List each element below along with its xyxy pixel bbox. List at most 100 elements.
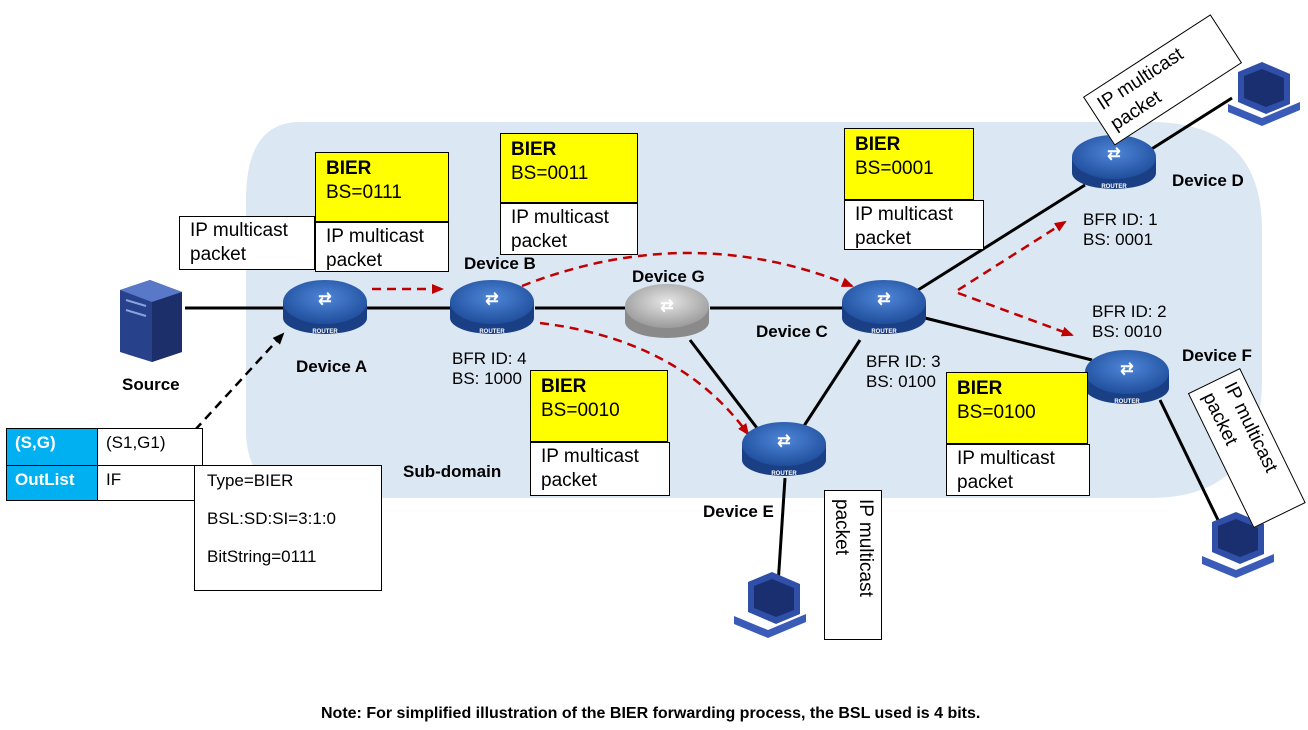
bier-bs-a: BS=0111 (326, 182, 402, 203)
link-c-e (798, 339, 862, 433)
table-bitstring: BitString=0111 (207, 547, 317, 566)
ip-packet-e: IP multicast packet (530, 442, 670, 496)
arrow-b-e (539, 321, 750, 436)
bfr-info-device-d: BFR ID: 1 BS: 0001 (1083, 210, 1158, 250)
table-if-details: Type=BIER BSL:SD:SI=3:1:0 BitString=0111 (194, 465, 382, 591)
label-device-b: Device B (464, 254, 536, 273)
svg-text:ROUTER: ROUTER (871, 329, 897, 335)
ip-packet-line1: IP multicast (855, 204, 953, 225)
bfr-info-device-b: BFR ID: 4 BS: 1000 (452, 349, 527, 389)
link-g-e (688, 339, 762, 433)
svg-text:⇄: ⇄ (1120, 361, 1133, 378)
network-links (185, 96, 1233, 586)
svg-text:⇄: ⇄ (485, 291, 498, 308)
ip-packet-line1: IP multicast (541, 446, 639, 467)
svg-text:⇄: ⇄ (777, 433, 790, 450)
ip-packet-line2: packet (511, 231, 567, 252)
bier-bs-e: BS=0010 (541, 400, 620, 421)
ip-packet-line2: packet (855, 228, 911, 249)
host-pc-e-icon (734, 572, 806, 638)
bier-header-a: BIER BS=0111 (315, 152, 449, 222)
table-sg-value: (S1,G1) (97, 428, 203, 466)
label-source: Source (122, 375, 180, 394)
link-c-d (917, 183, 1086, 292)
bier-bs-f: BS=0100 (957, 402, 1036, 423)
bfr-id-f: BFR ID: 2 (1092, 302, 1167, 321)
table-bsl: BSL:SD:SI=3:1:0 (207, 509, 336, 528)
table-sg-label: (S,G) (6, 428, 98, 466)
bier-header-b: BIER BS=0011 (500, 133, 638, 203)
bfr-id-d: BFR ID: 1 (1083, 210, 1158, 229)
bier-bs-c: BS=0001 (855, 158, 934, 179)
ip-packet-line2: packet (326, 250, 382, 271)
bier-title: BIER (511, 139, 557, 160)
ip-packet-line1: IP multicast (957, 448, 1055, 469)
svg-text:ROUTER: ROUTER (479, 329, 505, 335)
table-type: Type=BIER (207, 471, 294, 490)
bier-header-e: BIER BS=0010 (530, 370, 668, 442)
svg-text:ROUTER: ROUTER (1114, 399, 1140, 405)
ip-packet-b: IP multicast packet (500, 203, 638, 255)
bs-c: BS: 0100 (866, 372, 936, 391)
svg-text:ROUTER: ROUTER (1101, 184, 1127, 190)
ip-packet-f: IP multicast packet (946, 444, 1090, 496)
ip-packet-c: IP multicast packet (844, 200, 984, 250)
table-if-label: IF (97, 465, 203, 501)
ip-packet-line2: packet (541, 470, 597, 491)
svg-text:⇄: ⇄ (660, 298, 673, 315)
svg-text:⇄: ⇄ (1107, 146, 1120, 163)
ip-packet-line1: IP multicast (511, 207, 609, 228)
forwarding-arrows (372, 220, 1074, 436)
router-device-g-icon: ⇄ (625, 284, 709, 338)
ip-packet-a: IP multicast packet (315, 222, 449, 272)
router-device-b-icon: ⇄ ROUTER (450, 280, 534, 335)
bfr-info-device-c: BFR ID: 3 BS: 0100 (866, 352, 941, 392)
bfr-id-b: BFR ID: 4 (452, 349, 527, 368)
arrow-b-c (521, 251, 854, 288)
table-pointer-arrow (194, 332, 285, 431)
svg-text:⇄: ⇄ (877, 291, 890, 308)
label-device-c: Device C (756, 322, 828, 341)
router-device-a-icon: ⇄ ROUTER (283, 280, 367, 335)
host-pc-d-icon (1228, 62, 1300, 126)
ip-packet-line2: packet (831, 499, 852, 555)
router-device-f-icon: ⇄ ROUTER (1085, 350, 1169, 405)
link-f-host (1158, 399, 1220, 521)
bier-title: BIER (957, 378, 1003, 399)
bfr-info-device-f: BFR ID: 2 BS: 0010 (1092, 302, 1167, 342)
table-outlist-label: OutList (6, 465, 98, 501)
label-device-e: Device E (703, 502, 774, 521)
host-pc-f-icon (1202, 512, 1274, 578)
bier-header-f: BIER BS=0100 (946, 372, 1088, 444)
bs-f: BS: 0010 (1092, 322, 1162, 341)
label-device-f: Device F (1182, 346, 1252, 365)
link-d-host (1149, 96, 1233, 152)
svg-text:ROUTER: ROUTER (771, 471, 797, 477)
link-c-f (924, 316, 1093, 362)
bier-header-c: BIER BS=0001 (844, 128, 974, 200)
ip-packet-line1: IP multicast (855, 499, 876, 597)
label-device-a: Device A (296, 357, 368, 376)
bier-title: BIER (855, 134, 901, 155)
bfr-id-c: BFR ID: 3 (866, 352, 941, 371)
bier-title: BIER (326, 158, 372, 179)
router-device-c-icon: ⇄ ROUTER (842, 280, 926, 335)
router-device-d-icon: ⇄ ROUTER (1072, 135, 1156, 190)
arrow-c-d (957, 220, 1067, 292)
ip-packet-line2: packet (957, 472, 1013, 493)
ip-packet-line1: IP multicast (190, 220, 288, 241)
bs-b: BS: 1000 (452, 369, 522, 388)
source-server-icon (120, 280, 182, 362)
link-e-host (776, 477, 787, 586)
bier-bs-b: BS=0011 (511, 163, 589, 184)
ip-packet-source: IP multicast packet (179, 216, 315, 270)
svg-text:⇄: ⇄ (318, 291, 331, 308)
footnote: Note: For simplified illustration of the… (321, 705, 981, 722)
label-device-g: Device G (632, 267, 705, 286)
label-sub-domain: Sub-domain (403, 462, 502, 481)
svg-text:ROUTER: ROUTER (312, 329, 338, 335)
bier-title: BIER (541, 376, 587, 397)
ip-packet-host-e: IP multicast packet (824, 490, 882, 640)
bs-d: BS: 0001 (1083, 230, 1153, 249)
